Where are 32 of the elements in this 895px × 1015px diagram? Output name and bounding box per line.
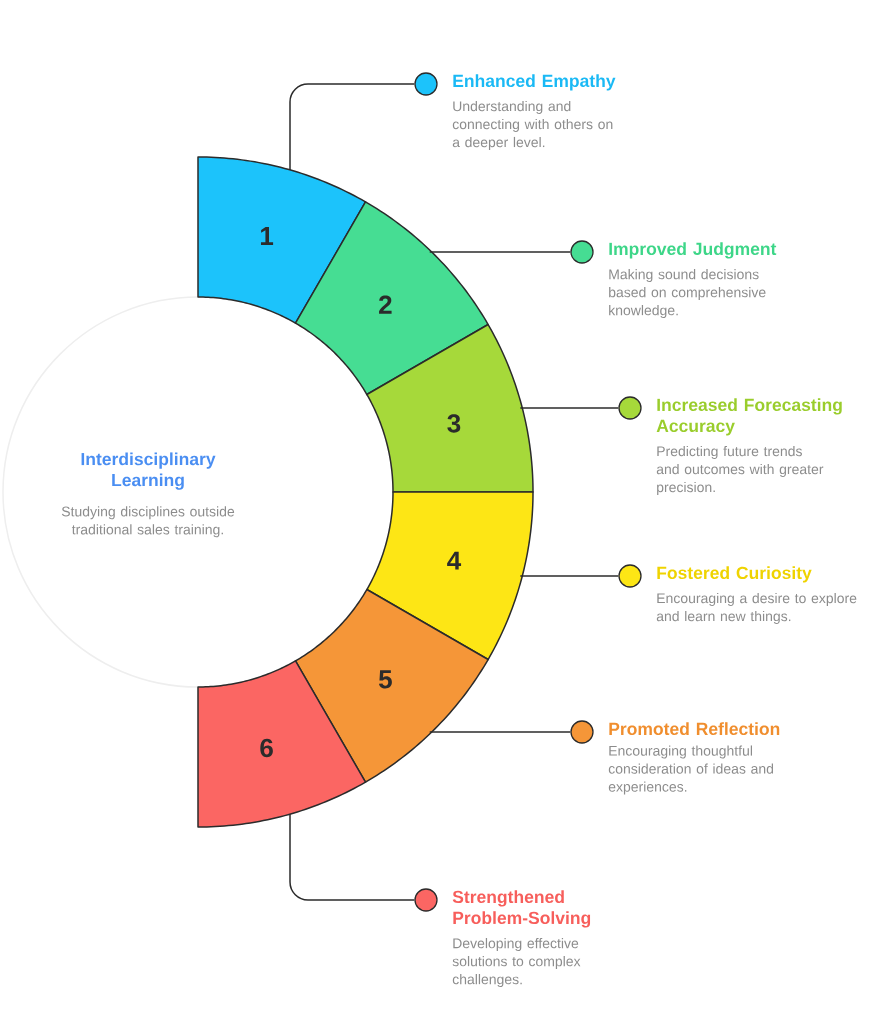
item-description: Understanding and connecting with others on a deeper level.	[452, 100, 613, 150]
dot-marker	[570, 720, 594, 744]
item-heading: Strengthened Problem-Solving	[452, 890, 591, 928]
connector-line	[289, 813, 416, 901]
item-description: Predicting future trends and outcomes with greater precision.	[656, 445, 824, 495]
dot-marker	[570, 240, 594, 264]
dot-marker	[618, 396, 642, 420]
dot-marker	[414, 888, 438, 912]
item-description: Encouraging a desire to explore and learn new things.	[656, 592, 857, 624]
item-heading: Promoted Reflection	[609, 722, 780, 736]
item-heading: Fostered Curiosity	[657, 566, 812, 583]
connector-line	[289, 83, 416, 171]
item-heading: Increased Forecasting Accuracy	[656, 398, 842, 436]
ring-segment: 4	[366, 491, 534, 661]
connector-line	[428, 731, 572, 733]
dot-marker	[414, 72, 438, 96]
item-description: Encouraging thoughtful consideration of ideas and experiences.	[608, 745, 774, 795]
ring-segment: 6	[197, 660, 367, 828]
ring-segment: 3	[366, 323, 534, 493]
ring-segment: 1	[197, 156, 367, 324]
item-description: Making sound decisions based on comprehensive knowledge.	[609, 269, 766, 319]
item-description: Developing effective solutions to complex challenges.	[452, 938, 581, 988]
ring-segment: 5	[294, 588, 489, 783]
center-heading: Interdisciplinary Learning	[81, 452, 216, 490]
item-heading: Enhanced Empathy	[453, 74, 616, 91]
item-heading: Improved Judgment	[609, 242, 777, 259]
connector-line	[428, 251, 572, 253]
dot-marker	[618, 564, 642, 588]
connector-line	[519, 575, 620, 577]
center-description: Studying disciplines outside traditional sales training.	[61, 506, 235, 538]
connector-line	[519, 407, 620, 409]
ring-segment: 2	[294, 201, 489, 396]
